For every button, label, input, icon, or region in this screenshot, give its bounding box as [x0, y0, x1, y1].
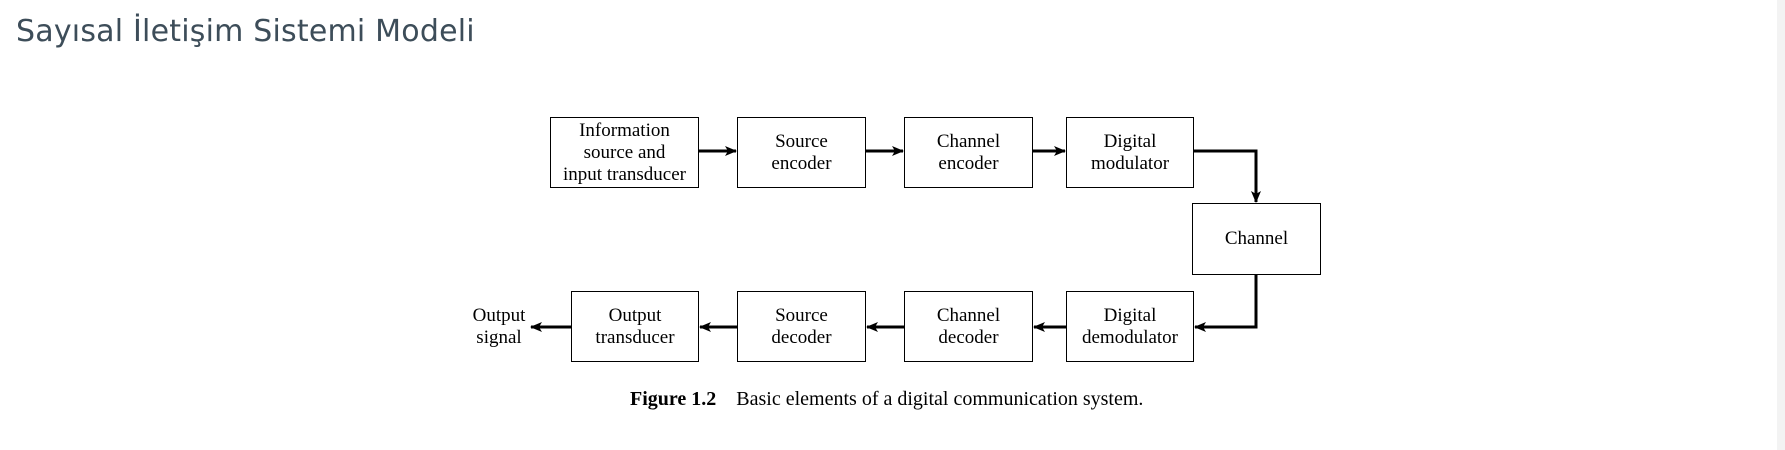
source-encoder-block: Source encoder [737, 117, 866, 188]
output-signal-label: Output signal [472, 305, 526, 348]
digital-modulator-block: Digital modulator [1066, 117, 1194, 188]
digital-demodulator-block: Digital demodulator [1066, 291, 1194, 362]
channel-encoder-block: Channel encoder [904, 117, 1033, 188]
figure-caption: Figure 1.2 Basic elements of a digital co… [630, 388, 1143, 411]
source-decoder-block: Source decoder [737, 291, 866, 362]
output-transducer-block: Output transducer [571, 291, 699, 362]
figure-caption-label: Figure 1.2 [630, 388, 717, 410]
scrollbar[interactable] [1777, 0, 1785, 450]
channel-block: Channel [1192, 203, 1321, 275]
page-title: Sayısal İletişim Sistemi Modeli [16, 14, 475, 49]
arrow-channel-to-demodulator [1194, 274, 1258, 332]
channel-decoder-block: Channel decoder [904, 291, 1033, 362]
info-source-block: Information source and input transducer [550, 117, 699, 188]
figure-caption-text: Basic elements of a digital communicatio… [736, 388, 1144, 410]
arrow-modulator-to-channel [1193, 149, 1261, 203]
